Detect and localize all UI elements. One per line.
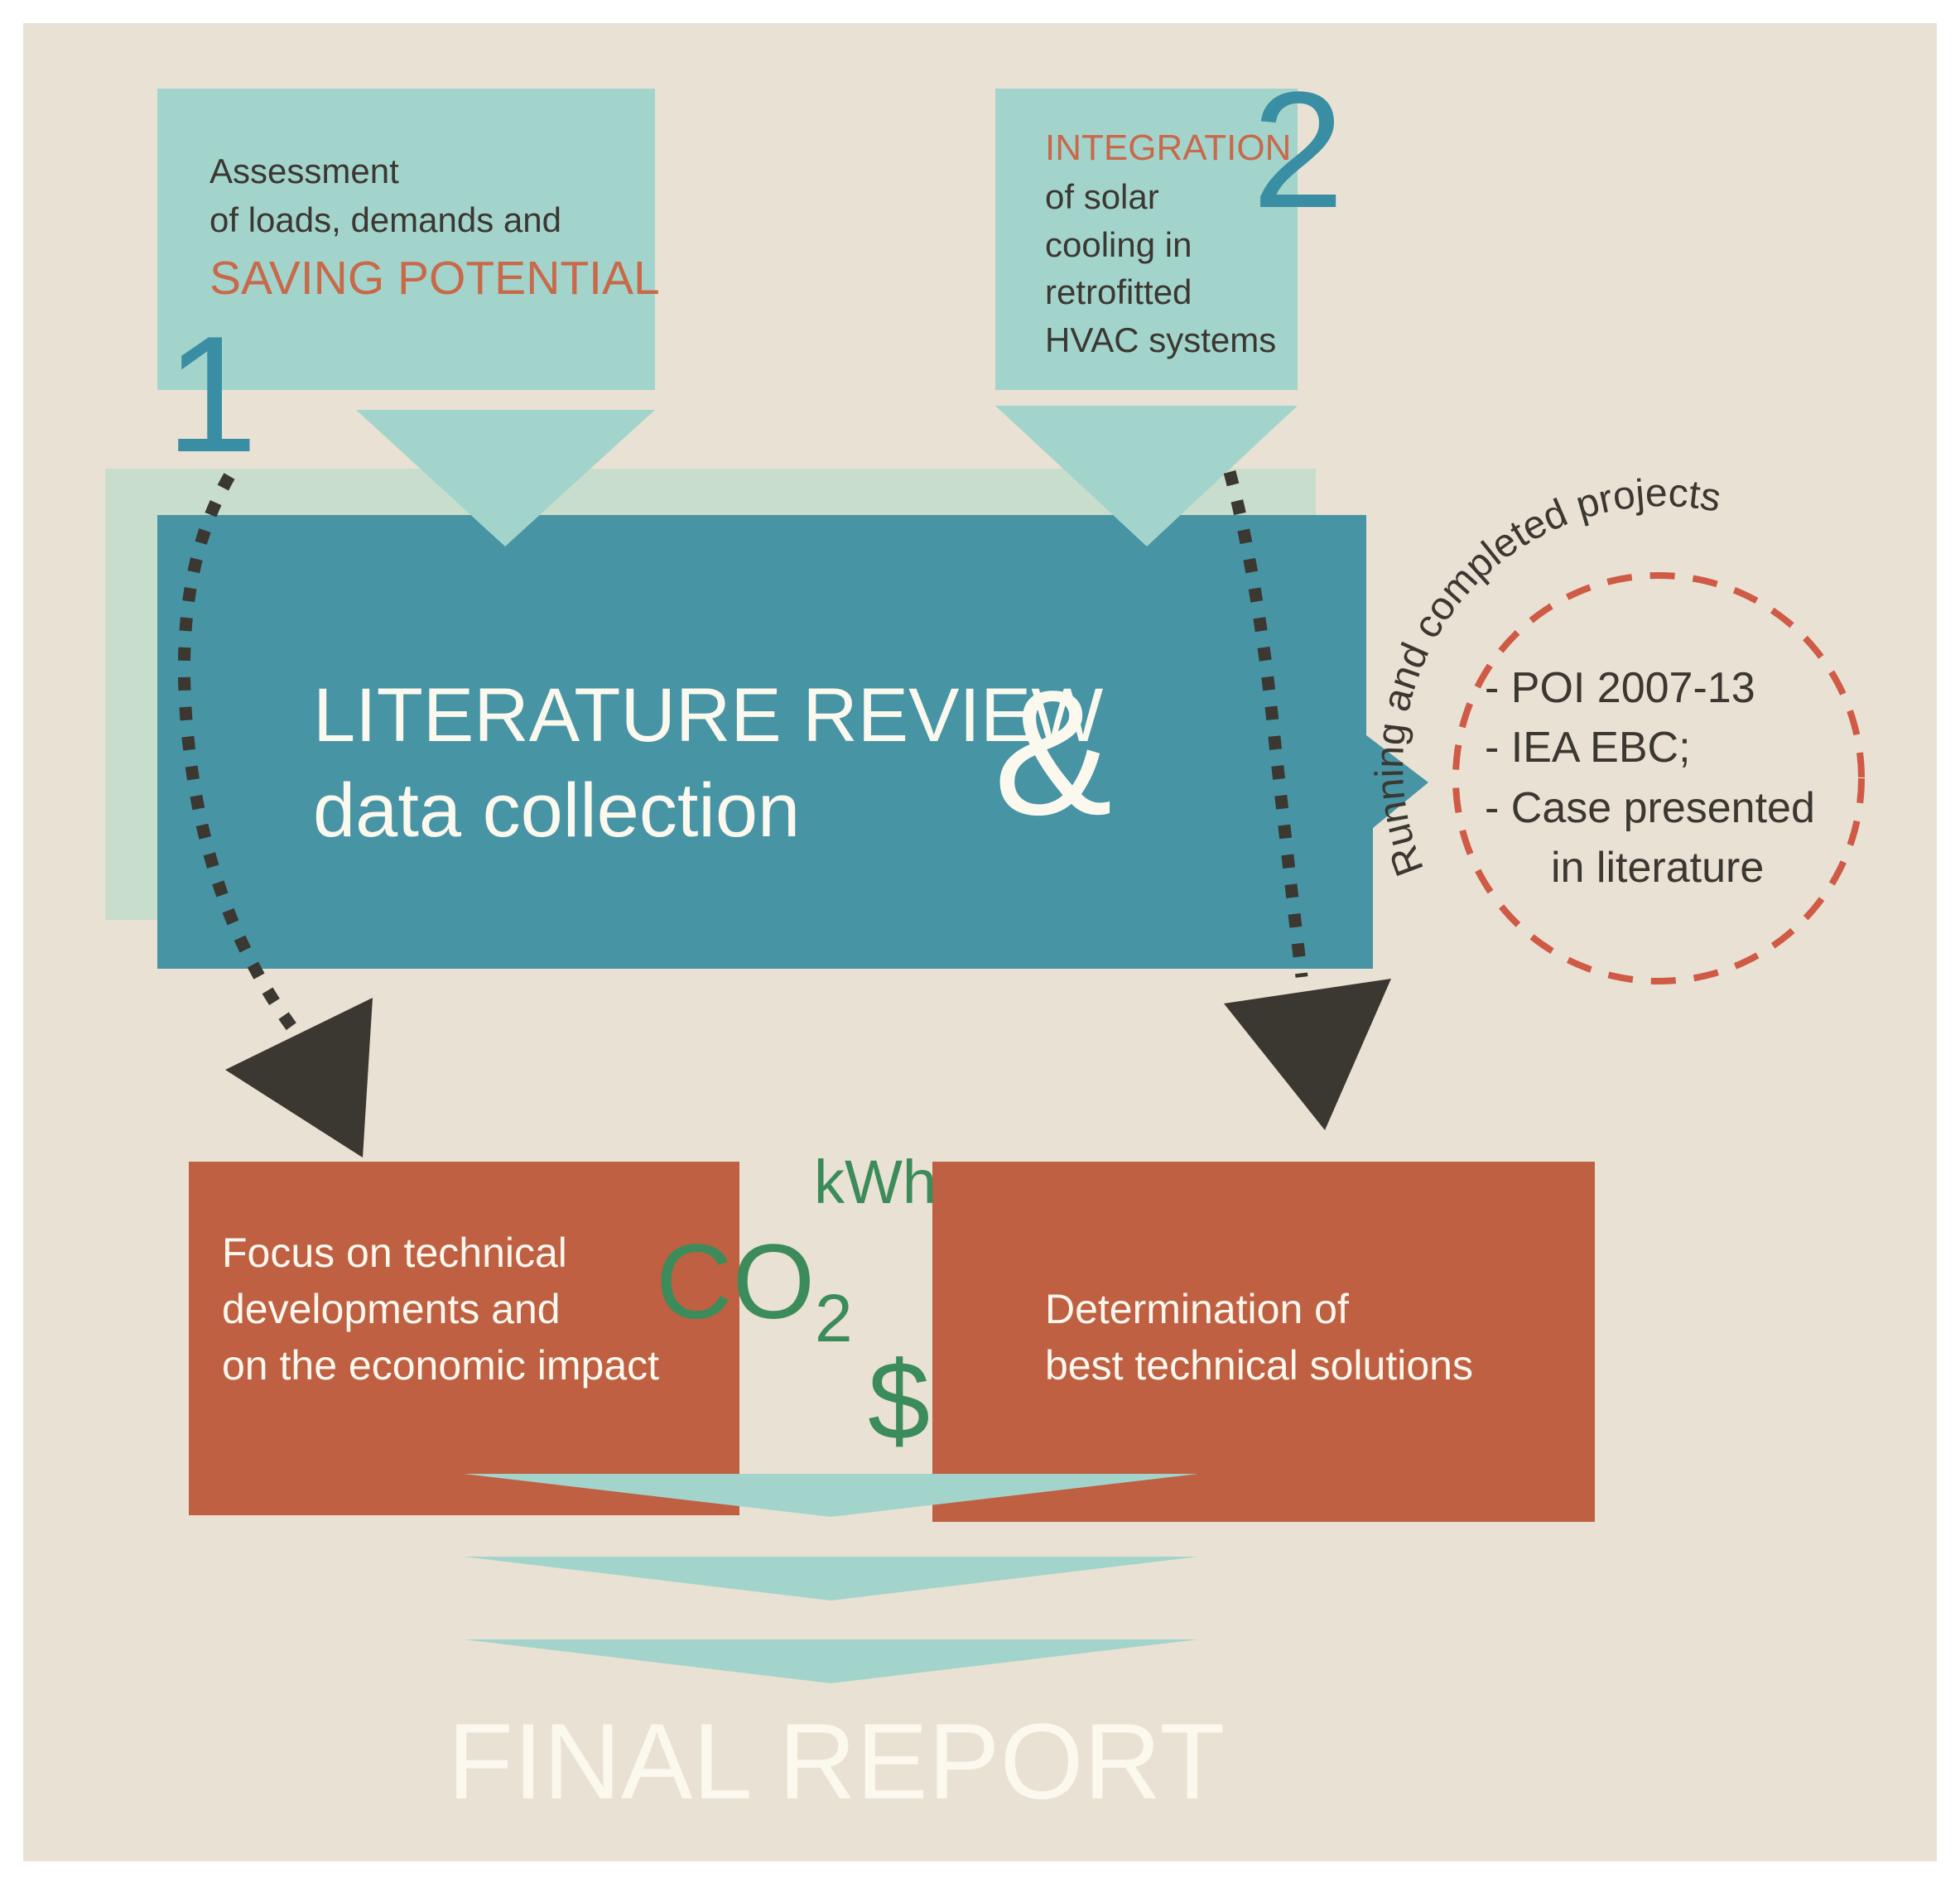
- dollar-symbol: $: [868, 1338, 930, 1463]
- focus-line1: Focus on technical: [222, 1230, 567, 1276]
- arrowhead-left: [225, 998, 373, 1158]
- assessment-line2: of loads, demands and: [209, 200, 561, 239]
- chevron-1: [464, 1474, 1198, 1517]
- integration-line3: retrofitted: [1045, 272, 1192, 311]
- focus-box: [189, 1162, 739, 1515]
- chevron-2: [464, 1557, 1198, 1601]
- projects-item-case: - Case presented: [1485, 784, 1815, 832]
- co-text: CO: [656, 1223, 815, 1341]
- literature-review-title: LITERATURE REVIEW: [313, 673, 1103, 758]
- projects-item-poi: - POI 2007-13: [1485, 664, 1755, 712]
- projects-item-iea: - IEA EBC;: [1485, 724, 1691, 772]
- determination-line2: best technical solutions: [1045, 1342, 1473, 1389]
- kwh-symbol: kWh: [814, 1148, 937, 1216]
- dotted-arrow-right: [1223, 470, 1308, 978]
- saving-potential-label: SAVING POTENTIAL: [209, 252, 660, 305]
- focus-line2: developments and: [222, 1286, 561, 1332]
- determination-box: [932, 1162, 1595, 1522]
- final-report-label: FINAL REPORT: [447, 1701, 1225, 1822]
- arrowhead-right: [1224, 979, 1391, 1130]
- assessment-box: [157, 89, 655, 390]
- integration-down-arrow: [995, 406, 1298, 546]
- ampersand-symbol: &: [994, 652, 1112, 852]
- projects-item-literature: in literature: [1551, 844, 1764, 892]
- co2-subscript: 2: [815, 1281, 853, 1356]
- chevron-3: [464, 1639, 1198, 1683]
- integration-label: INTEGRATION: [1045, 128, 1291, 168]
- literature-review-box: [157, 515, 1428, 969]
- assessment-line1: Assessment: [209, 152, 399, 190]
- assessment-down-arrow: [356, 410, 655, 546]
- integration-line2: cooling in: [1045, 225, 1192, 264]
- integration-line4: HVAC systems: [1045, 320, 1276, 359]
- determination-line1: Determination of: [1045, 1286, 1349, 1332]
- focus-line3: on the economic impact: [222, 1342, 659, 1389]
- step-number-1: 1: [166, 302, 258, 487]
- step-number-2: 2: [1252, 58, 1344, 243]
- integration-box: [995, 89, 1298, 390]
- co2-symbol: CO2: [656, 1223, 853, 1356]
- integration-line1: of solar: [1045, 177, 1159, 216]
- projects-circle: [1452, 572, 1865, 984]
- dotted-arrow-left: [177, 473, 297, 1031]
- data-collection-title: data collection: [313, 768, 800, 853]
